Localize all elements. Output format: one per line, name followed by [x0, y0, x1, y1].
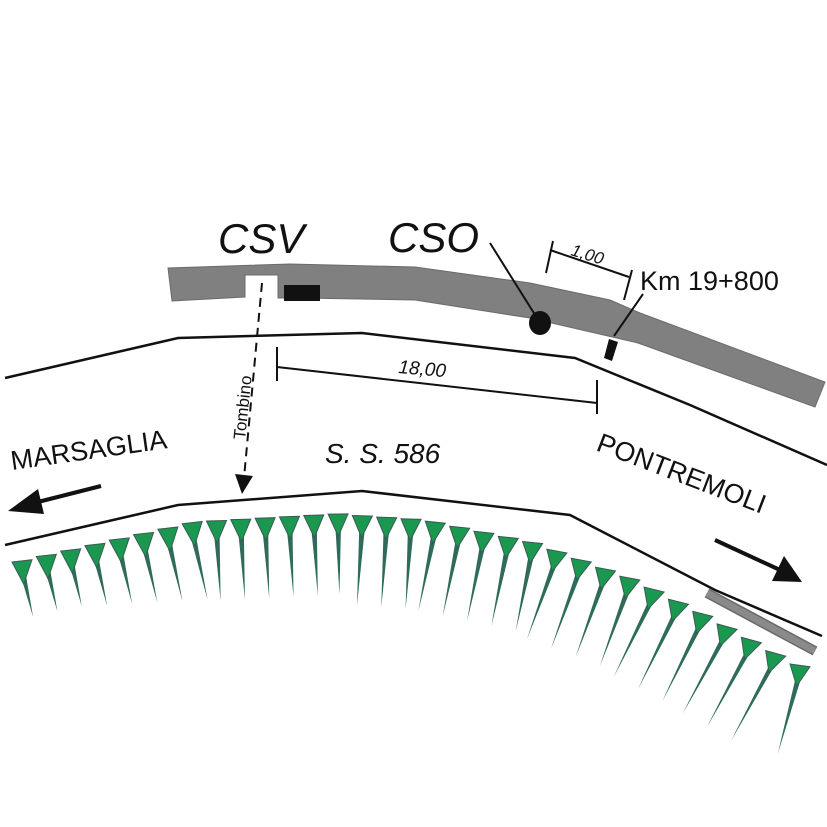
km-marker — [604, 339, 618, 361]
vegetation-spike-stem — [381, 525, 390, 608]
vegetation-spike-head — [278, 515, 301, 541]
cso-label: CSO — [388, 214, 479, 261]
tombino-label: Tombino — [230, 375, 256, 441]
tombino-arrowhead-icon — [235, 474, 253, 494]
vegetation-spike-head — [11, 559, 33, 586]
vegetation-spike-stem — [706, 645, 755, 728]
vegetation-spike-head — [448, 525, 471, 550]
vegetation-spike-stem — [237, 527, 245, 600]
dimension-18m — [276, 347, 598, 414]
vegetation-spike-head — [765, 649, 787, 674]
vegetation-spike-head — [108, 537, 130, 564]
vegetation-spike-head — [594, 566, 617, 591]
dim-small-label: 1,00 — [569, 241, 607, 269]
vegetation-spike-head — [546, 548, 568, 573]
vegetation-spike-stem — [213, 529, 221, 602]
vegetation-spike-head — [181, 520, 203, 548]
guardrail-fill — [705, 589, 817, 655]
vegetation-spike-stem — [189, 531, 208, 600]
vegetation-spike-head — [740, 636, 763, 661]
vegetation-spike-stem — [442, 534, 463, 617]
vegetation-spike-head — [157, 526, 179, 553]
vegetation-spike-stem — [164, 537, 183, 602]
road-edge-lower — [4, 489, 823, 638]
vegetation-spike-head — [230, 518, 252, 543]
vegetation-spike-stem — [405, 526, 414, 609]
vegetation-spike-stem — [116, 548, 133, 605]
vegetation-spike-head — [254, 517, 276, 542]
dimension-1m — [545, 240, 633, 301]
csv-label: CSV — [218, 215, 308, 262]
vegetation-spike-stem — [662, 619, 706, 702]
vegetation-spike-stem — [682, 631, 731, 714]
arrow-right-icon — [714, 538, 802, 582]
road-edge-upper — [4, 331, 827, 467]
retaining-wall — [167, 263, 826, 408]
right-destination-label: PONTREMOLI — [593, 428, 770, 520]
tombino-culvert-line — [243, 282, 263, 479]
vegetation-spike-head — [473, 530, 495, 555]
vegetation-spike-head — [667, 598, 690, 623]
road-name-label: S. S. 586 — [325, 438, 441, 469]
arrow-left-icon — [8, 484, 102, 514]
vegetation-row — [11, 513, 811, 754]
vegetation-spike-stem — [356, 523, 366, 606]
vegetation-spike-head — [424, 520, 447, 545]
vegetation-spike-stem — [613, 595, 658, 678]
vegetation-spike-stem — [731, 658, 779, 741]
vegetation-spike-head — [692, 610, 714, 635]
vegetation-spike-stem — [777, 672, 803, 754]
vegetation-spike-head — [84, 542, 106, 569]
vegetation-spike-stem — [526, 557, 560, 640]
vegetation-spike-head — [643, 586, 666, 611]
vegetation-spike-stem — [91, 553, 108, 606]
vegetation-spike-stem — [418, 529, 439, 612]
vegetation-spike-head — [521, 540, 544, 565]
csv-sensor-marker — [284, 285, 320, 301]
vegetation-spike-head — [497, 535, 520, 560]
vegetation-spike-stem — [599, 584, 633, 667]
dim-large-label: 18,00 — [398, 357, 448, 382]
vegetation-spike-head — [35, 553, 58, 580]
left-destination-label: MARSAGLIA — [9, 424, 169, 476]
vegetation-spike-head — [619, 575, 641, 600]
vegetation-spike-head — [375, 516, 398, 541]
vegetation-spike-stem — [467, 539, 487, 622]
vegetation-spike-stem — [575, 575, 609, 658]
vegetation-spike-head — [302, 514, 325, 539]
vegetation-spike-stem — [551, 566, 585, 649]
cso-leader-line — [489, 242, 538, 319]
vegetation-spike-stem — [310, 523, 318, 596]
vegetation-spike-head — [716, 623, 739, 647]
vegetation-spike-stem — [286, 524, 294, 597]
vegetation-spike-head — [59, 548, 82, 575]
vegetation-spike-stem — [491, 544, 512, 627]
vegetation-spike-head — [570, 557, 593, 582]
vegetation-spike-head — [327, 513, 349, 538]
vegetation-spike-head — [205, 519, 228, 545]
vegetation-spike-head — [132, 531, 155, 558]
vegetation-spike-head — [351, 514, 374, 539]
km-leader-line — [613, 293, 644, 337]
km-label: Km 19+800 — [640, 266, 779, 296]
vegetation-spike-stem — [140, 542, 158, 603]
vegetation-spike-stem — [335, 522, 342, 595]
vegetation-spike-stem — [515, 549, 536, 632]
vegetation-spike-head — [789, 663, 811, 688]
cso-sensor-marker — [529, 311, 551, 335]
vegetation-spike-stem — [262, 526, 270, 599]
vegetation-spike-stem — [637, 607, 682, 690]
vegetation-spike-head — [400, 518, 422, 542]
